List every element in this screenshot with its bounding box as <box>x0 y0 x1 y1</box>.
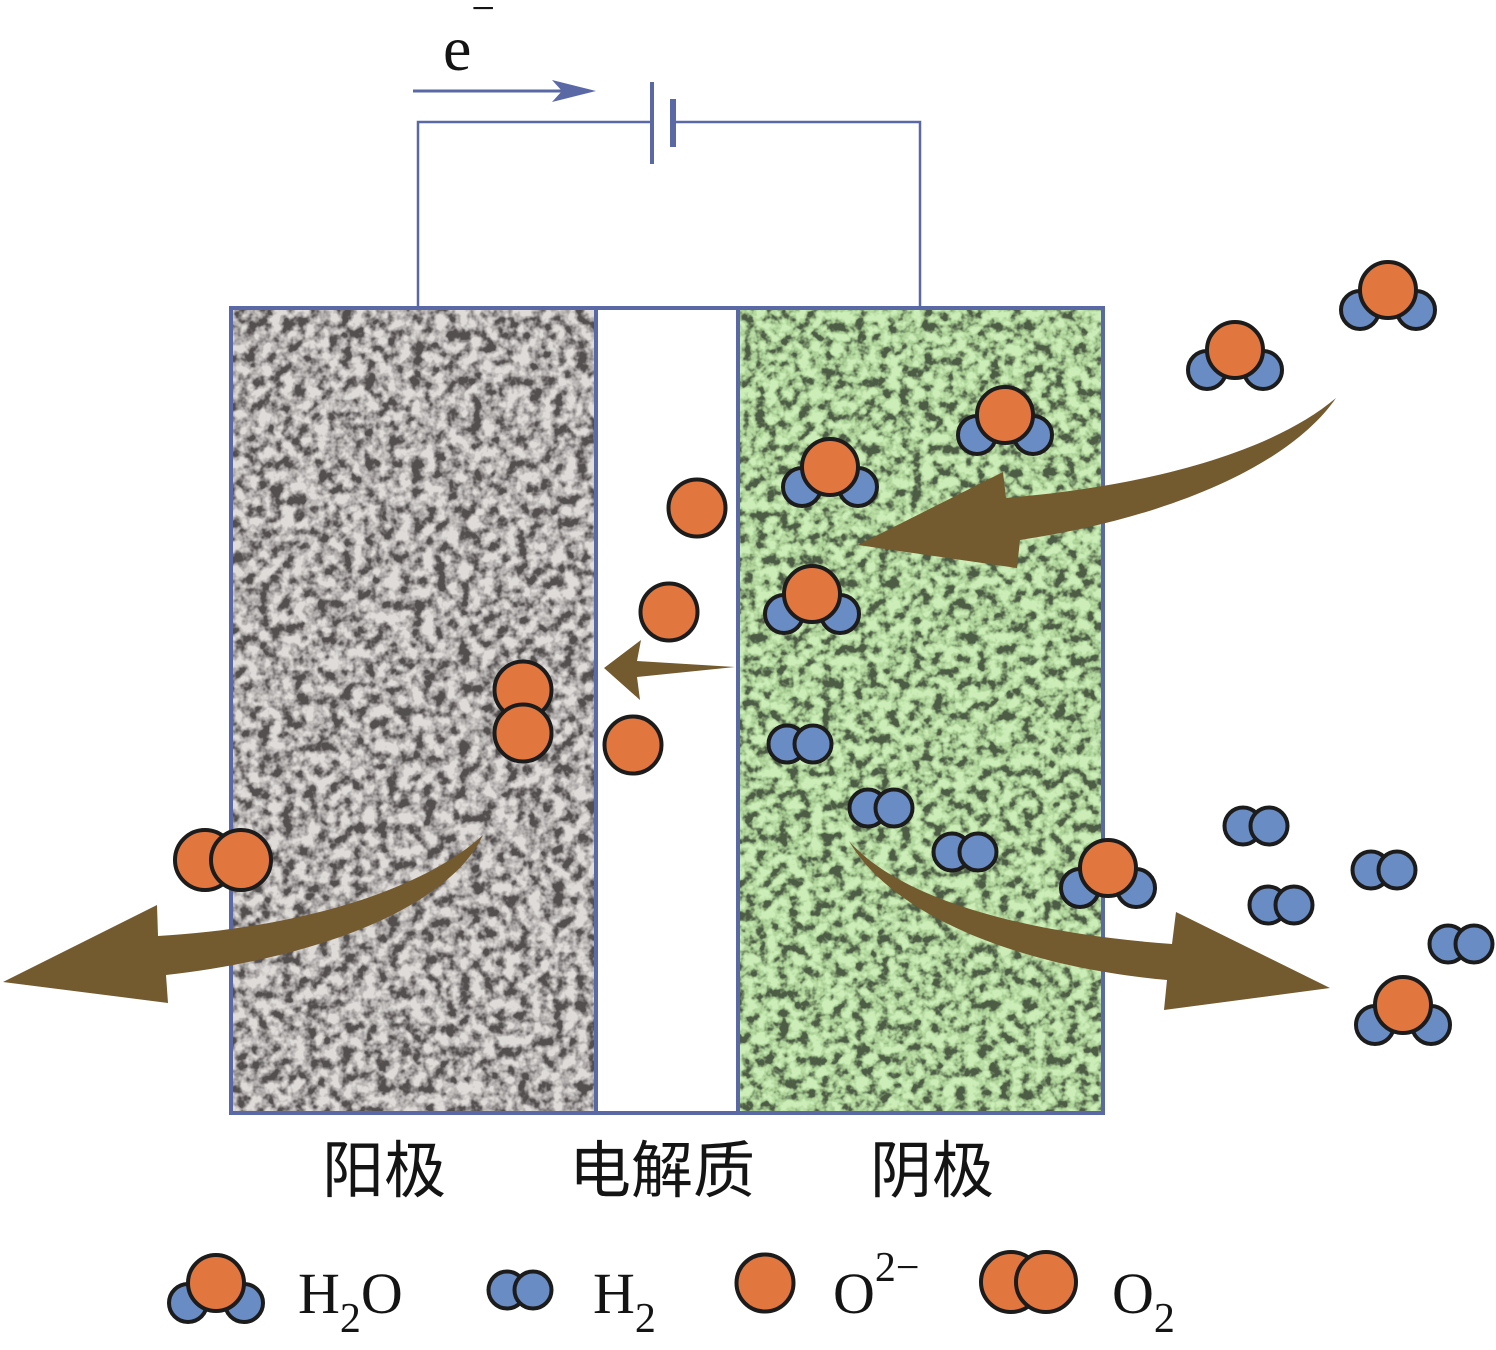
hydrogen-molecule <box>847 787 915 829</box>
legend: H2O H2 O2− O2 <box>167 1245 1175 1342</box>
water-molecule <box>956 385 1054 456</box>
oxide-ion <box>638 581 700 643</box>
legend-hydrogen-subscript: 2 <box>635 1296 656 1342</box>
legend-hydrogen-base: H <box>593 1261 635 1326</box>
legend-hydrogen-label: H2 <box>593 1261 656 1342</box>
hydrogen-molecule <box>1222 805 1290 847</box>
oxide-ion <box>602 714 664 776</box>
oxygen-molecule-released <box>173 828 273 892</box>
legend-oxygen-base: O <box>1112 1261 1154 1326</box>
hydrogen-atom <box>1453 923 1495 965</box>
electrolyte-label: 电解质 <box>569 1134 755 1207</box>
oxygen-atom <box>1014 1250 1078 1314</box>
legend-water-label: H2O <box>298 1261 403 1342</box>
hydrogen-molecule <box>931 831 999 873</box>
flow-arrows <box>3 398 1336 1010</box>
oxygen-atom <box>1205 320 1265 380</box>
legend-water-base: H <box>298 1261 340 1326</box>
legend-water-subscript: 2 <box>340 1296 361 1342</box>
water-molecule <box>763 564 861 635</box>
electron-flow-arrow-head <box>552 80 596 102</box>
oxide-ion-sphere <box>638 581 700 643</box>
electrolyte-layer <box>596 308 738 1113</box>
oxide-ion-icon <box>734 1252 796 1314</box>
water-molecule <box>1339 260 1437 331</box>
hydrogen-atom <box>1273 884 1315 926</box>
hydrogen-atom <box>1376 849 1418 891</box>
region-labels: 阳极 电解质 阴极 <box>322 1134 994 1207</box>
oxygen-molecule-icon <box>979 1250 1078 1314</box>
molecules <box>173 260 1495 1046</box>
oxide-ion-transport-arrow <box>604 640 735 700</box>
anode-label: 阳极 <box>322 1134 446 1207</box>
cathode-wire <box>671 120 922 310</box>
hydrogen-outflow-arrow <box>849 841 1330 1010</box>
hydrogen-atom <box>1248 805 1290 847</box>
oxygen-atom <box>492 702 554 764</box>
water-molecule <box>1354 975 1452 1046</box>
hydrogen-molecule <box>1427 923 1495 965</box>
hydrogen-atom <box>512 1269 554 1311</box>
electrolysis-cell <box>229 306 1105 1115</box>
water-molecule <box>781 437 879 508</box>
oxygen-atom <box>1373 975 1433 1035</box>
hydrogen-molecule <box>1247 884 1315 926</box>
water-molecule <box>1059 838 1157 909</box>
water-inflow-arrow <box>858 398 1336 568</box>
oxygen-atom <box>209 828 273 892</box>
electron-charge: − <box>471 0 495 32</box>
oxygen-atom <box>782 564 842 624</box>
oxide-ion <box>666 477 728 539</box>
legend-icons <box>167 1250 1078 1324</box>
legend-oxide-ion-base: O <box>833 1261 875 1326</box>
oxygen-molecule-forming <box>492 659 554 764</box>
cathode-label: 阴极 <box>870 1134 994 1207</box>
oxygen-atom <box>975 385 1035 445</box>
oxygen-atom <box>800 437 860 497</box>
hydrogen-atom <box>792 723 834 765</box>
oxide-ion-sphere <box>666 477 728 539</box>
electron-label: e− <box>443 0 495 84</box>
legend-water-tail: O <box>361 1261 403 1326</box>
oxygen-atom <box>1078 838 1138 898</box>
water-molecule-icon <box>167 1253 265 1324</box>
oxygen-atom <box>1358 260 1418 320</box>
anode-wire <box>416 120 654 310</box>
legend-oxygen-label: O2 <box>1112 1261 1175 1342</box>
electron-symbol: e <box>443 13 471 84</box>
water-molecule <box>1186 320 1284 391</box>
hydrogen-atom <box>957 831 999 873</box>
external-circuit: e− <box>413 0 922 310</box>
legend-oxide-ion-charge: 2− <box>875 1245 920 1291</box>
oxide-ion-sphere <box>602 714 664 776</box>
oxygen-outflow-arrow <box>3 835 483 1003</box>
oxygen-atom <box>186 1253 246 1313</box>
hydrogen-molecule-icon <box>486 1269 554 1311</box>
cell-outline <box>229 306 1105 1115</box>
hydrogen-atom <box>873 787 915 829</box>
hydrogen-molecule <box>766 723 834 765</box>
legend-oxygen-subscript: 2 <box>1154 1296 1175 1342</box>
legend-oxide-ion-label: O2− <box>833 1245 920 1326</box>
hydrogen-molecule <box>1350 849 1418 891</box>
oxide-ion-sphere <box>734 1252 796 1314</box>
